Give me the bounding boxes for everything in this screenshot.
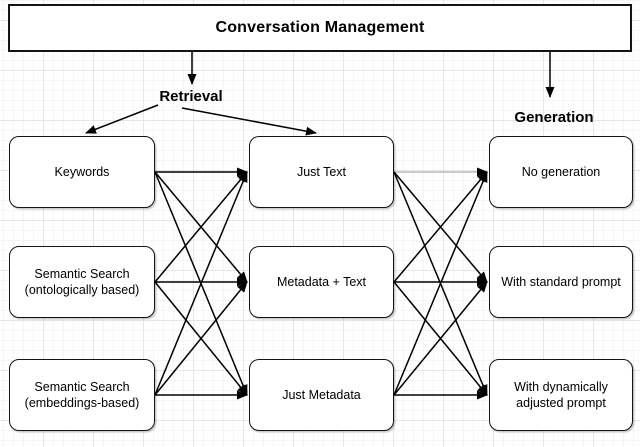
retrieval-section-label: Retrieval [159,88,223,105]
node-just-text: Just Text [249,136,394,208]
node-label: Just Metadata [282,388,361,402]
node-label: Metadata + Text [276,275,367,289]
node-label: With dynamically [514,380,608,394]
generation-section-label: Generation [514,109,594,126]
node-with-dynamic-prompt: With dynamically adjusted prompt [489,359,633,431]
node-metadata-plus-text: Metadata + Text [249,246,394,318]
node-with-standard-prompt: With standard prompt [489,246,633,318]
node-label: Semantic Search [34,267,130,281]
node-just-metadata: Just Metadata [249,359,394,431]
node-label: Semantic Search [34,380,130,394]
node-label: Just Text [296,165,347,179]
node-label: With standard prompt [501,275,621,289]
node-keywords: Keywords [9,136,155,208]
node-conversation-management: Conversation Management [8,4,632,52]
node-label: (embeddings-based) [24,396,140,410]
node-label: adjusted prompt [516,396,606,410]
node-semantic-search-ontological: Semantic Search (ontologically based) [9,246,155,318]
node-label: No generation [521,165,601,179]
node-label: Keywords [54,165,110,179]
node-semantic-search-embeddings: Semantic Search (embeddings-based) [9,359,155,431]
node-label: (ontologically based) [24,283,140,297]
node-no-generation: No generation [489,136,633,208]
conversation-management-label: Conversation Management [215,19,425,36]
